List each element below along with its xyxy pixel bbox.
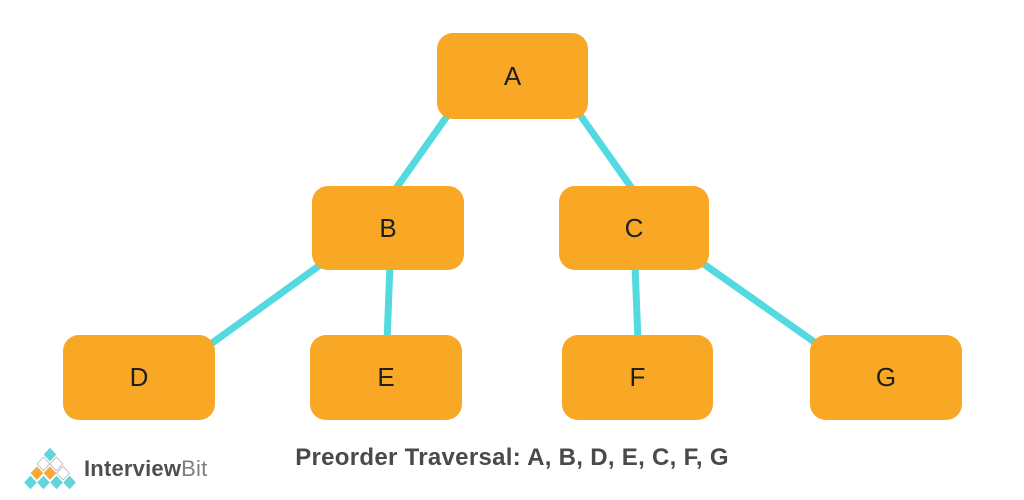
- tree-node-D: D: [63, 335, 215, 420]
- pyramid-logo-icon: [24, 447, 76, 490]
- tree-node-label: D: [129, 362, 149, 392]
- tree-node-label: C: [624, 212, 644, 243]
- logo-diamond-teal: [43, 447, 57, 462]
- tree-node-A: A: [437, 33, 588, 119]
- logo-diamond-teal: [24, 475, 37, 490]
- tree-edge-A-C: [574, 108, 640, 198]
- logo-diamond-white: [56, 465, 71, 481]
- tree-edge-A-B: [388, 108, 454, 198]
- tree-node-label: G: [875, 362, 897, 392]
- logo-diamond-orange: [30, 466, 44, 480]
- logo-diamond-teal: [50, 475, 63, 490]
- tree-edge-B-E: [383, 260, 394, 346]
- tree-node-label: E: [377, 362, 395, 392]
- tree-node-C: C: [559, 186, 709, 270]
- logo-diamond-orange: [43, 466, 57, 480]
- logo-wordmark: InterviewBit: [84, 456, 207, 482]
- tree-node-label: F: [629, 362, 646, 392]
- traversal-caption: Preorder Traversal: A, B, D, E, C, F, G: [295, 444, 729, 471]
- tree-edge-B-D: [204, 256, 331, 350]
- tree-edge-C-F: [631, 260, 642, 346]
- logo-diamond-teal: [37, 475, 50, 490]
- logo-text-bit: Bit: [181, 455, 208, 481]
- tree-node-B: B: [312, 186, 464, 270]
- tree-edge-C-G: [694, 256, 824, 350]
- logo-diamond-teal: [63, 475, 76, 490]
- interviewbit-logo: InterviewBit: [23, 446, 207, 491]
- logo-diamond-white: [49, 456, 64, 472]
- tree-node-label: A: [503, 60, 522, 91]
- logo-text-interview: Interview: [84, 455, 182, 481]
- logo-diamond-white: [36, 456, 51, 472]
- tree-node-label: B: [379, 212, 397, 243]
- tree-node-G: G: [810, 335, 962, 420]
- tree-node-E: E: [310, 335, 462, 420]
- tree-node-F: F: [562, 335, 713, 420]
